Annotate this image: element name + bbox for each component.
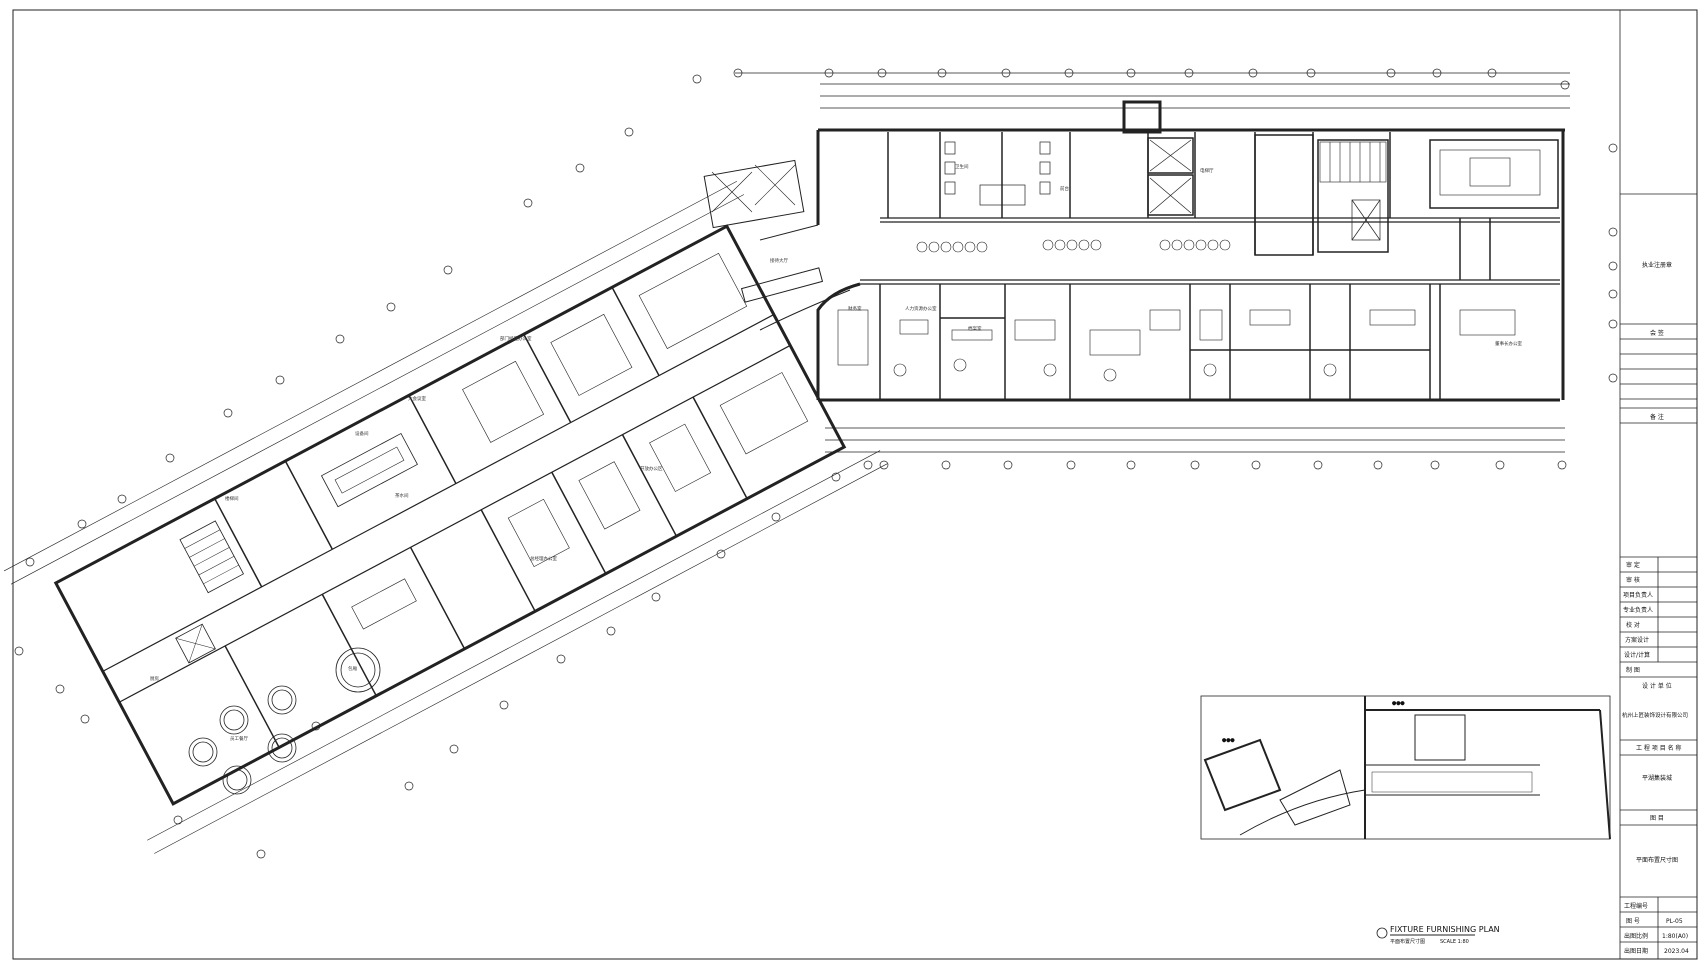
- toilet-stalls: [944, 141, 1051, 206]
- plan-caption: FIXTURE FURNISHING PLAN 平面布置尺寸图 SCALE 1:…: [1376, 925, 1500, 945]
- tb-scheme-design: 方案设计: [1625, 636, 1649, 644]
- room-label-elevator: 电梯厅: [1200, 167, 1214, 174]
- tb-project-name: 平湖集装城: [1642, 774, 1672, 782]
- room-label-stair1: 楼梯间: [225, 495, 239, 502]
- room-label-hr: 人力资源办公室: [905, 305, 937, 312]
- room-label-finance: 财务室: [848, 305, 862, 312]
- room-label-equipment: 设备间: [355, 430, 369, 437]
- room-label-vip: 包厢: [348, 665, 357, 672]
- left-grid-bubbles: [14, 74, 841, 859]
- title-block: [1619, 10, 1697, 959]
- tb-design-unit-label: 设 计 单 位: [1642, 682, 1672, 690]
- room-label-restaurant: 员工餐厅: [230, 735, 248, 742]
- outer-walls: [816, 128, 1565, 402]
- tb-design-drawing: 设计/计算: [1624, 651, 1650, 659]
- key-plan-mark-a: ●●●: [1392, 699, 1405, 707]
- corridor-planters: [916, 239, 1231, 253]
- room-label-tea: 茶水间: [395, 492, 409, 499]
- bottom-room-partitions: [879, 284, 1441, 400]
- vip-seating: [1439, 149, 1541, 196]
- restaurant-tables: [188, 647, 381, 795]
- tb-countersign: 会 签: [1650, 329, 1664, 337]
- room-label-toilet: 卫生间: [955, 163, 969, 170]
- tb-drawing-no-label: 图 号: [1626, 918, 1640, 925]
- bottom-room-furniture: [837, 309, 1516, 382]
- sheet-border: [12, 9, 1698, 960]
- elevator-shafts: [1149, 139, 1381, 241]
- room-label-meeting: 大会议室: [408, 395, 426, 402]
- key-plan-mark-b: ●●●: [1222, 736, 1235, 744]
- tb-drawing-title-label: 图 目: [1650, 815, 1664, 822]
- tb-drawing-no: PL-05: [1666, 918, 1683, 925]
- room-label-lobby: 接待大厅: [770, 257, 788, 264]
- tb-project-no-label: 工程编号: [1624, 902, 1648, 910]
- tb-scale: 1:80(A0): [1662, 933, 1688, 940]
- tb-company-stamp: 执业注册章: [1642, 261, 1672, 269]
- tb-project-name-label: 工 程 项 目 名 称: [1636, 744, 1682, 752]
- room-label-office1: 部门经理办公室: [500, 335, 532, 342]
- caption-english: FIXTURE FURNISHING PLAN: [1390, 925, 1500, 934]
- tb-scale-label: 出图比例: [1624, 932, 1648, 940]
- room-label-reception: 前台: [1060, 185, 1069, 192]
- tb-check: 校 对: [1626, 621, 1640, 629]
- key-plan-inset: [1200, 695, 1611, 840]
- caption-chinese: 平面布置尺寸图: [1390, 938, 1425, 945]
- tb-project-lead: 项目负责人: [1623, 591, 1653, 599]
- room-label-kitchen: 厨房: [150, 675, 159, 682]
- tb-review: 审 核: [1626, 576, 1640, 584]
- corridor: [860, 217, 1560, 285]
- grid-axis-bottom: [825, 427, 1567, 470]
- connector-lobby: [703, 159, 861, 400]
- tb-discipline-lead: 专业负责人: [1623, 606, 1653, 614]
- room-label-director: 董事长办公室: [1495, 340, 1522, 347]
- tb-drawing-title: 平面布置尺寸图: [1636, 856, 1678, 864]
- room-label-archive: 档案室: [968, 325, 982, 332]
- top-room-partitions: [887, 100, 1559, 280]
- tb-date-label: 出图日期: [1624, 947, 1648, 955]
- grid-axis-right: [1608, 143, 1618, 383]
- left-wing-plan: [3, 181, 888, 854]
- room-label-openoffice: 开放办公区: [640, 465, 663, 472]
- tb-approve: 审 定: [1626, 561, 1640, 569]
- right-wing-plan: [733, 68, 1618, 470]
- tb-design-unit: 杭州上匠装饰设计有限公司: [1622, 711, 1688, 719]
- room-label-manager: 总经理办公室: [530, 555, 557, 562]
- right-stair: [1319, 141, 1387, 183]
- tb-drafting: 制 图: [1626, 666, 1640, 674]
- caption-scale: SCALE 1:80: [1440, 939, 1469, 945]
- tb-remarks: 备 注: [1650, 413, 1664, 421]
- room-labels: 接待大厅 部门经理办公室 大会议室 楼梯间 员工餐厅 厨房 包厢 开放办公区 总…: [150, 163, 1522, 742]
- grid-axis-top: [733, 68, 1570, 109]
- tb-date: 2023.04: [1664, 948, 1689, 955]
